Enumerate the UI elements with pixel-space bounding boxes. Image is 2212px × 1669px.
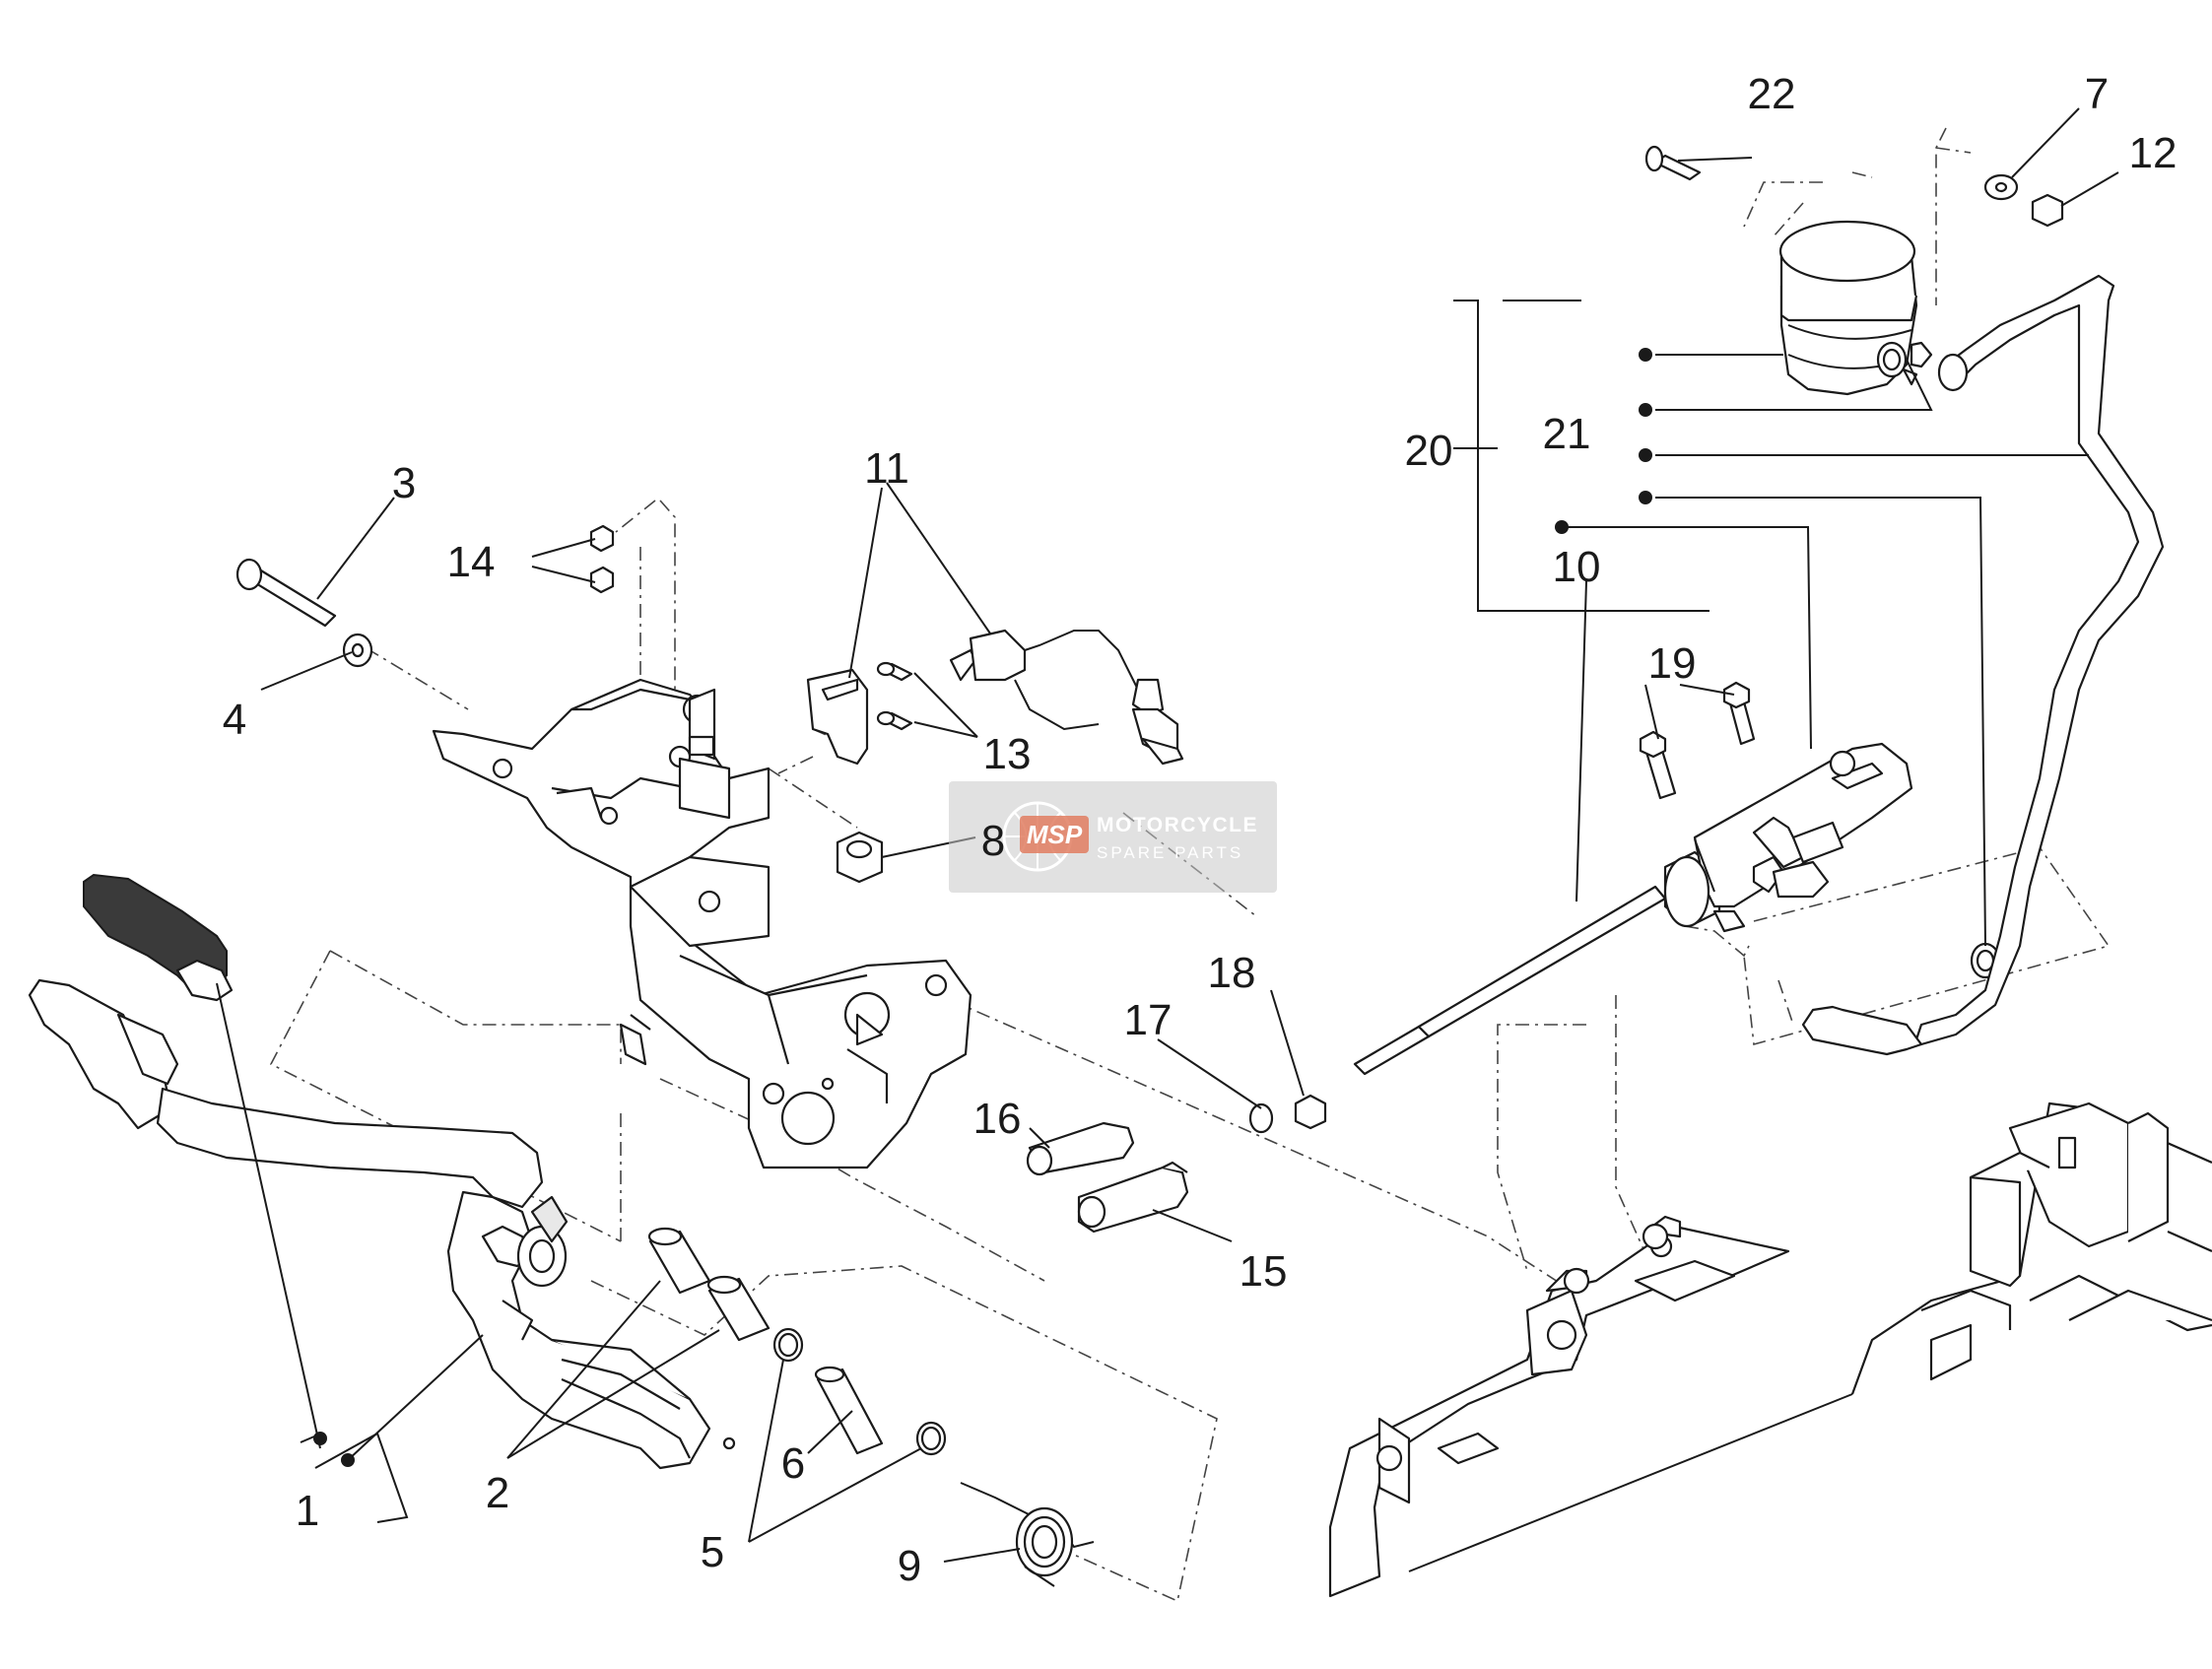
label-4: 4 [223, 696, 246, 744]
spring-9 [960, 1482, 1095, 1587]
leader-lines [216, 107, 2119, 1563]
label-6: 6 [781, 1439, 805, 1488]
label-9: 9 [898, 1542, 921, 1590]
clevis-15 [1077, 1161, 1189, 1234]
nuts-14 [589, 524, 615, 594]
screws-13 [876, 661, 913, 731]
label-17: 17 [1124, 996, 1173, 1044]
label-10: 10 [1553, 543, 1601, 591]
watermark: MSP MOTORCYCLE SPARE PARTS [949, 781, 1277, 893]
bolts-19 [1639, 681, 1756, 800]
label-18: 18 [1208, 949, 1256, 997]
label-13: 13 [983, 730, 1032, 778]
label-22: 22 [1748, 70, 1796, 118]
master-cylinder-10 [1353, 742, 1913, 1076]
brake-pedal [28, 978, 736, 1470]
frame-section [1328, 1102, 2212, 1598]
pin-6 [814, 1366, 884, 1455]
hose-clamp [1876, 341, 2001, 979]
nut-8 [836, 831, 884, 884]
watermark-line1: MOTORCYCLE [1097, 814, 1258, 836]
watermark-logo: MSP [1027, 820, 1083, 849]
part-labels: 1 2 3 4 5 6 7 8 9 10 11 12 13 14 15 16 1… [223, 70, 2178, 1590]
o-rings-5 [772, 1327, 947, 1456]
bolt-22 [1644, 145, 1702, 181]
reservoir [1778, 220, 1933, 396]
label-2: 2 [486, 1469, 509, 1517]
pin-16 [1026, 1121, 1135, 1176]
pedal-support-bracket [432, 678, 972, 1169]
label-14: 14 [447, 538, 496, 586]
label-15: 15 [1240, 1247, 1288, 1296]
nut-18 [1294, 1094, 1327, 1130]
reference-dots [313, 348, 1652, 1467]
label-11: 11 [864, 444, 909, 493]
brake-switch-11 [806, 629, 1184, 766]
label-5: 5 [701, 1528, 724, 1576]
label-1: 1 [296, 1487, 319, 1535]
washer-4 [342, 633, 373, 668]
label-16: 16 [973, 1095, 1022, 1143]
label-19: 19 [1648, 639, 1697, 688]
nut-12 [2031, 193, 2064, 228]
label-21: 21 [1543, 410, 1591, 458]
label-12: 12 [2129, 129, 2178, 177]
clip-17 [1248, 1102, 1274, 1134]
label-7: 7 [2085, 70, 2109, 118]
washer-7 [1983, 173, 2019, 201]
bushings-2 [647, 1227, 771, 1342]
pedal-rubber-pad [83, 873, 234, 1002]
label-3: 3 [392, 459, 416, 507]
label-8: 8 [981, 817, 1005, 865]
label-20: 20 [1405, 427, 1453, 475]
watermark-line2: SPARE PARTS [1097, 843, 1243, 862]
bolt-3 [235, 558, 337, 628]
